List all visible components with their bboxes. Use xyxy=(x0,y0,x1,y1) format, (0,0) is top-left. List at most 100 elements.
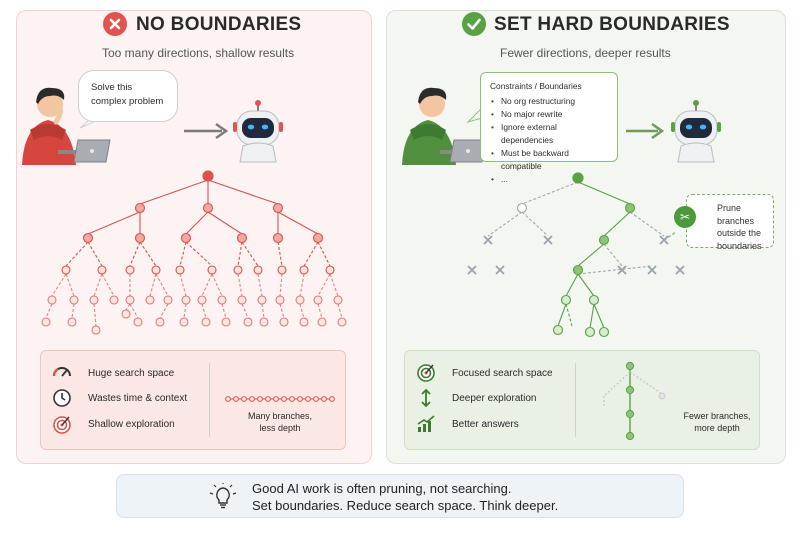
chain-node xyxy=(289,396,295,402)
tree-edge xyxy=(329,273,339,297)
tree-edge xyxy=(139,179,209,205)
divider xyxy=(209,363,210,437)
constraints-list: No org restructuring No major rewrite Ig… xyxy=(490,95,608,186)
tree-edge xyxy=(317,273,331,297)
chain-node xyxy=(321,396,327,402)
tree-node xyxy=(333,295,343,305)
constraint-item: ... xyxy=(491,173,608,186)
constraint-item: No major rewrite xyxy=(491,108,608,121)
chain-node xyxy=(313,396,319,402)
tree-node xyxy=(236,232,248,244)
tree-node xyxy=(243,317,253,327)
tree-edge xyxy=(155,273,169,297)
chain-node xyxy=(257,396,263,402)
tree-node xyxy=(201,317,211,327)
tree-node xyxy=(155,317,165,327)
tree-edge xyxy=(577,273,595,297)
pruned-mark xyxy=(483,235,493,245)
tree-node xyxy=(584,326,596,338)
prune-note-line: outside the xyxy=(717,228,762,239)
metric-label: Shallow exploration xyxy=(88,419,175,430)
constraint-item: No org restructuring xyxy=(491,95,608,108)
tree-node xyxy=(279,317,289,327)
prune-note: Prune branches outside the boundaries xyxy=(686,194,774,251)
scissors-icon: ✂ xyxy=(674,206,696,228)
tree-node xyxy=(598,234,610,246)
chain-node xyxy=(625,361,635,371)
tree-node xyxy=(299,317,309,327)
tree-node xyxy=(125,295,135,305)
tree-edge xyxy=(565,273,579,297)
tree-edge xyxy=(279,303,285,319)
tree-edge xyxy=(125,303,131,311)
tree-edge xyxy=(183,303,187,319)
tree-node xyxy=(624,202,636,214)
tree-edge xyxy=(201,303,207,319)
robot-icon xyxy=(671,100,721,163)
tree-node xyxy=(69,295,79,305)
tree-node xyxy=(82,232,94,244)
tree-edge xyxy=(629,211,665,237)
chain-node xyxy=(273,396,279,402)
robot-icon xyxy=(233,100,283,163)
tree-node xyxy=(61,265,71,275)
tree-edge xyxy=(93,273,103,297)
tree-node xyxy=(272,202,284,214)
right-title: SET HARD BOUNDARIES xyxy=(494,14,730,35)
tree-edge xyxy=(299,273,305,297)
chain-node xyxy=(625,385,635,395)
left-subtitle: Too many directions, shallow results xyxy=(102,46,295,60)
chain-node xyxy=(297,396,303,402)
tree-edge xyxy=(159,303,169,319)
caption-line: less depth xyxy=(259,423,301,434)
tree-node xyxy=(313,295,323,305)
tree-edge xyxy=(51,273,67,297)
tree-node xyxy=(67,317,77,327)
tree-node xyxy=(125,265,135,275)
check-circle-icon xyxy=(462,12,486,36)
tree-edge xyxy=(317,303,323,319)
divider xyxy=(575,363,576,437)
constraint-item: Ignore external dependencies xyxy=(491,121,608,147)
tree-node xyxy=(552,324,564,336)
constraints-title: Constraints / Boundaries xyxy=(490,81,582,91)
tree-node xyxy=(560,294,572,306)
tree-edge xyxy=(261,303,265,319)
chain-node xyxy=(329,396,335,402)
tree-edge xyxy=(593,303,605,329)
tree-node xyxy=(233,265,243,275)
chain-node xyxy=(281,396,287,402)
caption-line: Many branches, xyxy=(247,411,313,421)
tree-edge xyxy=(337,303,343,319)
tree-node xyxy=(47,295,57,305)
tree-edge xyxy=(237,241,243,267)
tree-edge xyxy=(65,273,75,297)
tree-edge xyxy=(557,303,567,327)
tree-edge xyxy=(93,303,97,327)
metric-label: Wastes time & context xyxy=(88,393,188,404)
pruned-mark xyxy=(467,265,477,275)
tree-edge xyxy=(577,243,605,267)
tree-edge xyxy=(521,211,549,237)
arrow-right-icon xyxy=(626,122,665,140)
tree-node xyxy=(41,317,51,327)
tree-edge xyxy=(277,241,283,267)
tree-node xyxy=(272,232,284,244)
target-icon xyxy=(53,416,71,434)
lightbulb-icon xyxy=(209,483,237,509)
tree-node xyxy=(181,295,191,305)
tree-node xyxy=(237,295,247,305)
tree-edge xyxy=(317,241,331,267)
tree-edge xyxy=(299,303,305,319)
constraint-item: Must be backward compatible xyxy=(491,147,608,173)
tree-edge xyxy=(603,211,631,237)
tree-node xyxy=(180,232,192,244)
tree-edge xyxy=(565,303,573,327)
left-caption: Many branches, less depth xyxy=(230,410,330,434)
chain-node xyxy=(658,392,666,400)
tree-node xyxy=(253,265,263,275)
constraints-bubble: Constraints / Boundaries No org restruct… xyxy=(480,72,618,186)
tree-node xyxy=(598,326,610,338)
